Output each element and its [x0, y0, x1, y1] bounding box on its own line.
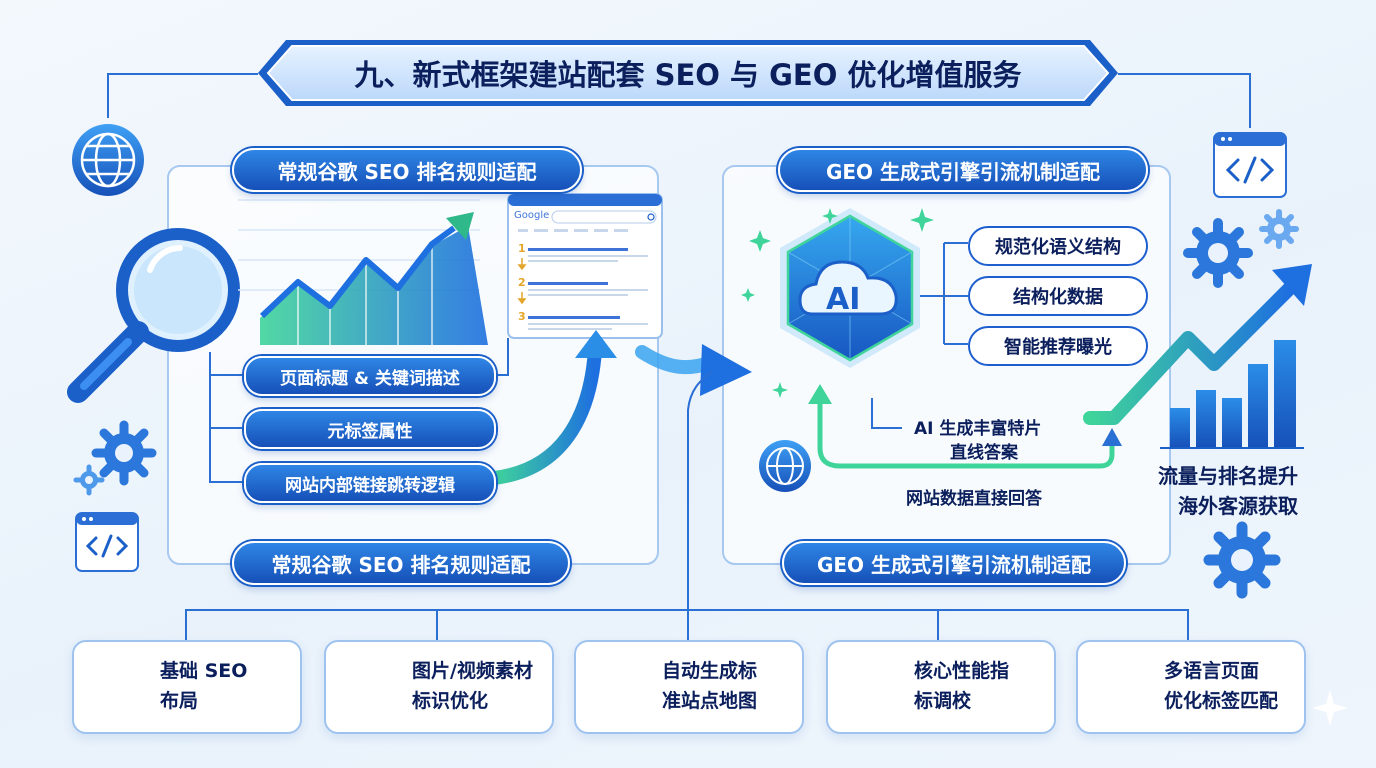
banner-connectors	[107, 73, 1251, 128]
gear-icon-large-left	[91, 420, 157, 486]
result-rank-1: 1	[518, 242, 526, 255]
service-card-line: 优化标签匹配	[1164, 690, 1279, 712]
seo-item-title-keywords: 页面标题 & 关键词描述	[244, 356, 496, 396]
service-card-performance: 核心性能指 标调校	[826, 640, 1056, 734]
services-tree-lines	[185, 371, 1189, 640]
geo-item-structured-data: 结构化数据	[968, 276, 1148, 316]
code-window-icon-right	[1213, 132, 1287, 198]
seo-branch-lines	[209, 338, 509, 483]
seo-panel-bottom-label: 常规谷歌 SEO 排名规则适配	[232, 541, 570, 585]
geo-loop-arrow	[808, 384, 1122, 469]
service-card-line: 多语言页面	[1164, 660, 1260, 682]
seo-curved-arrow	[487, 330, 617, 485]
small-globe-icon	[759, 440, 811, 492]
geo-panel-top-label: GEO 生成式引擎引流机制适配	[778, 148, 1148, 192]
seo-item-meta-tags: 元标签属性	[244, 409, 496, 449]
seo-item-internal-links: 网站内部链接跳转逻辑	[244, 463, 496, 503]
service-card-sitemap: 自动生成标 准站点地图	[574, 640, 804, 734]
geo-item-smart-exposure: 智能推荐曝光	[968, 326, 1148, 366]
geo-answer-caption: 网站数据直接回答	[906, 489, 1042, 509]
growth-bars	[1160, 340, 1304, 449]
outcome-line-2: 海外客源获取	[1178, 494, 1298, 518]
ai-hexagon	[780, 208, 920, 368]
service-card-line: 图片/视频素材	[412, 660, 533, 682]
growth-arrow	[1083, 264, 1312, 425]
result-rank-2: 2	[518, 276, 526, 289]
search-brand-logo: Google	[514, 210, 550, 221]
ai-label: AI	[826, 282, 861, 317]
service-card-line: 标识优化	[412, 690, 489, 712]
sparkle-decor	[741, 208, 1348, 726]
service-card-line: 核心性能指	[914, 660, 1010, 682]
service-card-line: 自动生成标	[662, 660, 758, 682]
geo-item-semantic-structure: 规范化语义结构	[968, 226, 1148, 266]
seo-growth-chart	[238, 199, 488, 345]
result-rank-3: 3	[518, 310, 526, 323]
gear-icon-right-bottom	[1203, 521, 1281, 599]
service-card-media-tagging: 图片/视频素材 标识优化	[324, 640, 554, 734]
geo-snippet-line-1: AI 生成丰富特片	[914, 419, 1042, 439]
gear-icon-right-small	[1259, 209, 1299, 249]
outcome-line-1: 流量与排名提升	[1158, 464, 1298, 488]
center-flow-arrow	[635, 344, 752, 396]
title-banner	[258, 40, 1118, 106]
code-window-icon-left	[75, 512, 139, 572]
gear-icon-right-top	[1183, 218, 1253, 288]
geo-panel-bottom-label: GEO 生成式引擎引流机制适配	[782, 541, 1126, 585]
magnifier-icon	[67, 228, 240, 403]
search-results-window	[507, 193, 663, 339]
globe-icon	[72, 124, 144, 196]
service-card-multilingual: 多语言页面 优化标签匹配	[1076, 640, 1306, 734]
service-card-line: 准站点地图	[662, 690, 758, 712]
seo-panel-top-label: 常规谷歌 SEO 排名规则适配	[232, 148, 582, 192]
gear-icon-small-left	[73, 464, 105, 496]
geo-snippet-line-2: 直线答案	[950, 443, 1018, 463]
geo-item-lines	[920, 242, 968, 345]
service-card-line: 布局	[160, 690, 199, 712]
service-card-basic-seo: 基础 SEO 布局	[72, 640, 302, 734]
service-card-line: 标调校	[914, 690, 972, 712]
service-card-line: 基础 SEO	[160, 660, 248, 682]
page-title: 九、新式框架建站配套 SEO 与 GEO 优化增值服务	[354, 58, 1022, 92]
